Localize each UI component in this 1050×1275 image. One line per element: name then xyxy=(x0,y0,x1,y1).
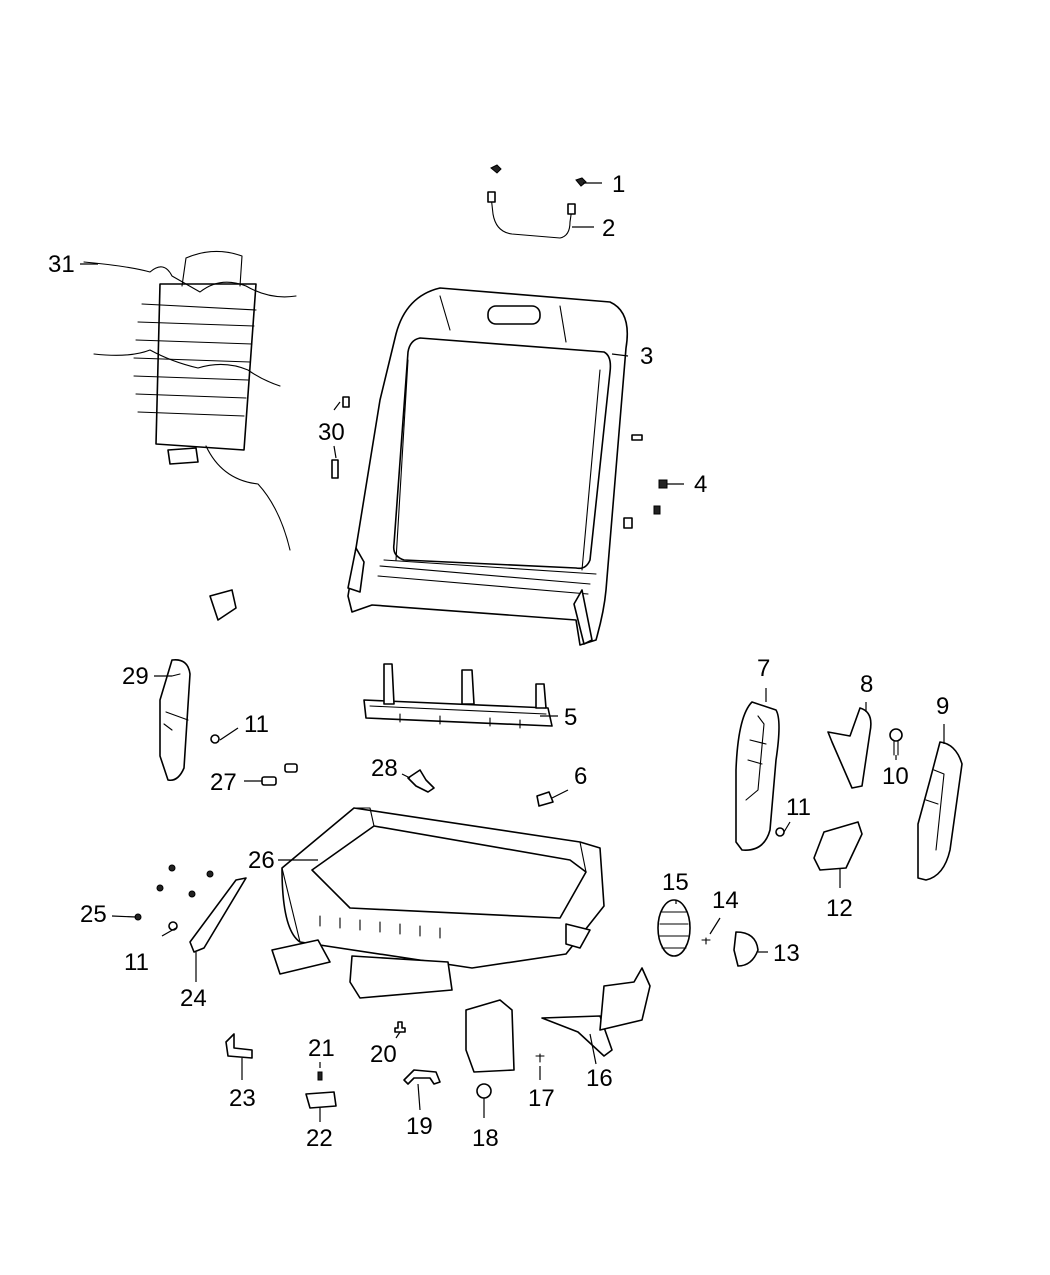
callout-11a: 11 xyxy=(244,711,269,738)
callout-8: 8 xyxy=(860,671,873,698)
callout-labels: 1 2 3 4 5 6 7 8 9 10 11 11 11 12 13 14 1… xyxy=(48,171,949,1152)
callout-11b: 11 xyxy=(786,794,811,821)
part-30-studs[interactable] xyxy=(331,396,350,479)
callout-25: 25 xyxy=(80,901,107,928)
part-16-side-trim[interactable] xyxy=(541,967,651,1057)
callout-17: 17 xyxy=(528,1085,555,1112)
part-25-bolts[interactable] xyxy=(134,864,214,921)
callout-7: 7 xyxy=(757,655,770,682)
callout-13: 13 xyxy=(773,940,800,967)
part-3-seatback-frame[interactable] xyxy=(347,287,629,646)
part-31-spring-suspension[interactable] xyxy=(83,250,297,621)
callout-30: 30 xyxy=(318,419,345,446)
callout-3: 3 xyxy=(640,343,653,370)
part-29-side-panel[interactable] xyxy=(159,658,191,782)
part-13-cover[interactable] xyxy=(733,931,759,967)
callout-23: 23 xyxy=(229,1085,256,1112)
part-17-screw[interactable] xyxy=(535,1053,545,1063)
part-23-bracket[interactable] xyxy=(225,1033,253,1059)
callout-24: 24 xyxy=(180,985,207,1012)
part-9-outer-shield[interactable] xyxy=(917,741,963,881)
part-26-cushion-frame[interactable] xyxy=(271,807,605,1073)
part-1-clips[interactable] xyxy=(490,164,587,187)
part-4-nuts[interactable] xyxy=(623,434,668,529)
part-19-bracket[interactable] xyxy=(403,1069,441,1085)
callout-31: 31 xyxy=(48,251,75,278)
callout-18: 18 xyxy=(472,1125,499,1152)
callout-15: 15 xyxy=(662,869,689,896)
part-24-panel[interactable] xyxy=(189,877,247,953)
leader-lines xyxy=(80,182,945,1122)
callout-6: 6 xyxy=(574,763,587,790)
part-22-bracket[interactable] xyxy=(305,1091,337,1109)
callout-12: 12 xyxy=(826,895,853,922)
callout-11c: 11 xyxy=(124,949,149,976)
callout-10: 10 xyxy=(882,763,909,790)
part-5-bracket[interactable] xyxy=(363,663,553,729)
part-14-screw[interactable] xyxy=(701,937,711,945)
callout-16: 16 xyxy=(586,1065,613,1092)
callout-26: 26 xyxy=(248,847,275,874)
part-20-push-pin[interactable] xyxy=(394,1021,406,1033)
part-6-clip[interactable] xyxy=(536,791,554,807)
callout-27: 27 xyxy=(210,769,237,796)
callout-29: 29 xyxy=(122,663,149,690)
part-15-knob[interactable] xyxy=(657,899,691,957)
part-12-recliner-trim[interactable] xyxy=(813,821,863,871)
callout-1: 1 xyxy=(612,171,625,198)
callout-5: 5 xyxy=(564,704,577,731)
part-8-bracket[interactable] xyxy=(827,707,872,789)
callout-14: 14 xyxy=(712,887,739,914)
part-27-fastener[interactable] xyxy=(261,763,298,786)
callout-2: 2 xyxy=(602,215,615,242)
part-28-clip[interactable] xyxy=(407,769,435,793)
callout-21: 21 xyxy=(308,1035,335,1062)
callout-4: 4 xyxy=(694,471,707,498)
callout-22: 22 xyxy=(306,1125,333,1152)
callout-28: 28 xyxy=(371,755,398,782)
callout-9: 9 xyxy=(936,693,949,720)
part-2-guide-rod[interactable] xyxy=(487,191,576,239)
callout-19: 19 xyxy=(406,1113,433,1140)
part-18-nut[interactable] xyxy=(476,1083,492,1099)
callout-20: 20 xyxy=(370,1041,397,1068)
part-10-bolt[interactable] xyxy=(889,728,903,756)
part-21-screw[interactable] xyxy=(317,1071,323,1081)
part-7-side-shield[interactable] xyxy=(735,701,780,851)
